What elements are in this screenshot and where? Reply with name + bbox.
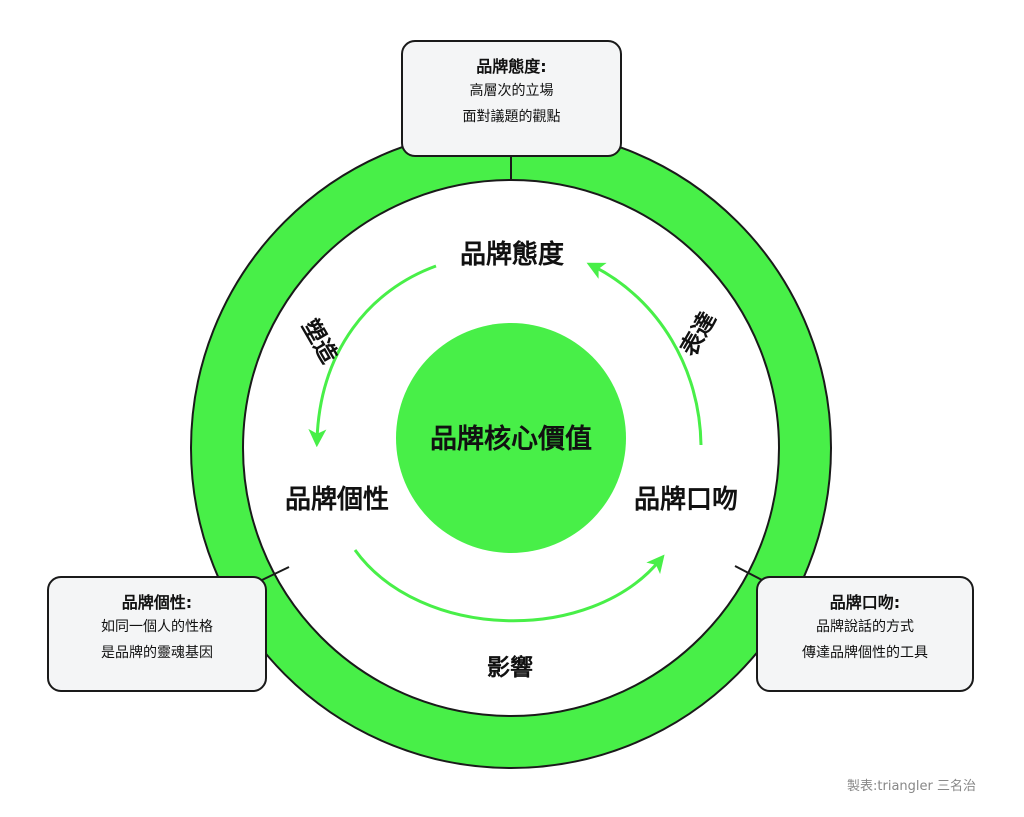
arrow-influence xyxy=(353,549,665,623)
core-circle xyxy=(396,323,626,553)
connector-right-ring xyxy=(734,565,763,581)
arrow-shape xyxy=(308,264,437,448)
node-tone: 品牌口吻 xyxy=(634,484,738,515)
credit-text: 製表:triangler 三名治 xyxy=(847,779,976,794)
callout-attitude: 品牌態度: 高層次的立場 面對議題的觀點 xyxy=(401,40,622,157)
arrow-label-influence: 影響 xyxy=(487,654,533,681)
callout-attitude-title: 品牌態度: xyxy=(476,57,547,76)
node-personality: 品牌個性 xyxy=(285,484,389,515)
arrow-express xyxy=(586,262,703,446)
callout-personality-line: 如同一個人的性格 xyxy=(101,619,213,635)
callout-personality-title: 品牌個性: xyxy=(121,593,193,612)
callout-personality-line: 是品牌的靈魂基因 xyxy=(101,645,213,661)
core-label: 品牌核心價值 xyxy=(430,423,592,455)
callout-attitude-line: 面對議題的觀點 xyxy=(462,109,561,125)
callout-tone-line: 品牌說話的方式 xyxy=(816,619,914,635)
callout-tone-title: 品牌口吻: xyxy=(829,593,901,612)
callout-personality: 品牌個性: 如同一個人的性格 是品牌的靈魂基因 xyxy=(47,576,267,692)
callout-tone: 品牌口吻: 品牌說話的方式 傳達品牌個性的工具 xyxy=(756,576,974,692)
callout-tone-line: 傳達品牌個性的工具 xyxy=(802,645,928,661)
node-attitude: 品牌態度 xyxy=(460,239,564,270)
callout-attitude-line: 高層次的立場 xyxy=(469,83,554,99)
connector-left-ring xyxy=(261,566,290,581)
